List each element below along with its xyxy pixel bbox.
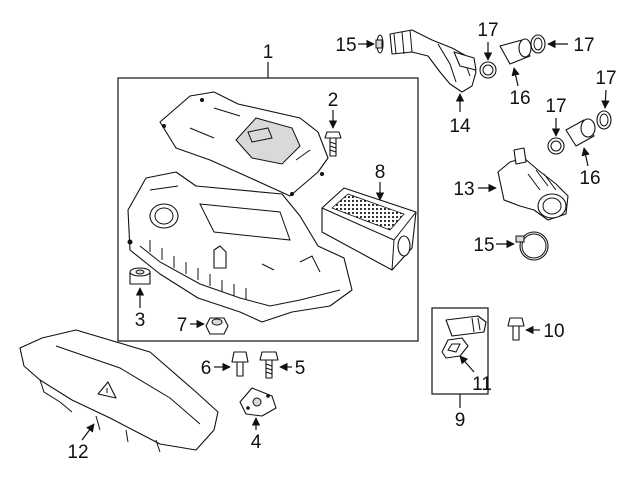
callout-5: 5	[295, 358, 306, 379]
callout-17-a: 17	[477, 20, 498, 41]
callout-17-c: 17	[545, 96, 566, 117]
clamp-part-15-lower	[515, 231, 549, 261]
clamp-part-17-b	[530, 34, 546, 54]
air-duct-shroud-part-12	[19, 329, 219, 453]
air-cleaner-cover	[159, 91, 329, 197]
callout-3: 3	[135, 310, 146, 331]
callout-13: 13	[453, 179, 474, 200]
nut-part-7	[205, 317, 229, 335]
coupler-part-16-lower	[565, 118, 596, 147]
clip-part-11	[441, 315, 487, 359]
screw-part-10	[507, 317, 525, 341]
air-cleaner-housing	[127, 171, 353, 323]
callout-10: 10	[543, 321, 564, 342]
callout-2: 2	[328, 90, 339, 111]
callout-15-lower: 15	[473, 235, 494, 256]
air-filter-part-8	[321, 187, 417, 271]
callout-16-upper: 16	[509, 88, 530, 109]
bracket-part-4	[239, 387, 277, 417]
callout-17-b: 17	[573, 35, 594, 56]
clamp-part-15-upper	[375, 34, 384, 54]
intake-hose-part-13	[497, 147, 569, 221]
clamp-part-17-c	[547, 137, 565, 155]
callout-9: 9	[455, 410, 466, 431]
clamp-part-17-a	[479, 61, 497, 79]
leader-lines	[81, 39, 610, 441]
grommet-part-3	[129, 267, 151, 285]
bolt-part-2	[324, 131, 342, 157]
clamp-part-17-d	[596, 110, 612, 130]
callout-6: 6	[201, 358, 212, 379]
bolt-part-5	[259, 351, 279, 379]
callout-15-upper: 15	[335, 35, 356, 56]
callout-1: 1	[263, 42, 274, 63]
coupler-part-16-upper	[499, 38, 532, 65]
callout-14: 14	[449, 116, 471, 137]
callout-16-lower: 16	[579, 168, 600, 189]
intake-hose-part-14	[389, 29, 477, 93]
callout-17-d: 17	[595, 68, 616, 89]
callout-12: 12	[67, 442, 88, 463]
callout-7: 7	[177, 315, 188, 336]
callout-11: 11	[472, 374, 492, 395]
callout-4: 4	[251, 432, 262, 453]
callout-8: 8	[375, 162, 386, 183]
bolt-part-6	[231, 351, 249, 377]
